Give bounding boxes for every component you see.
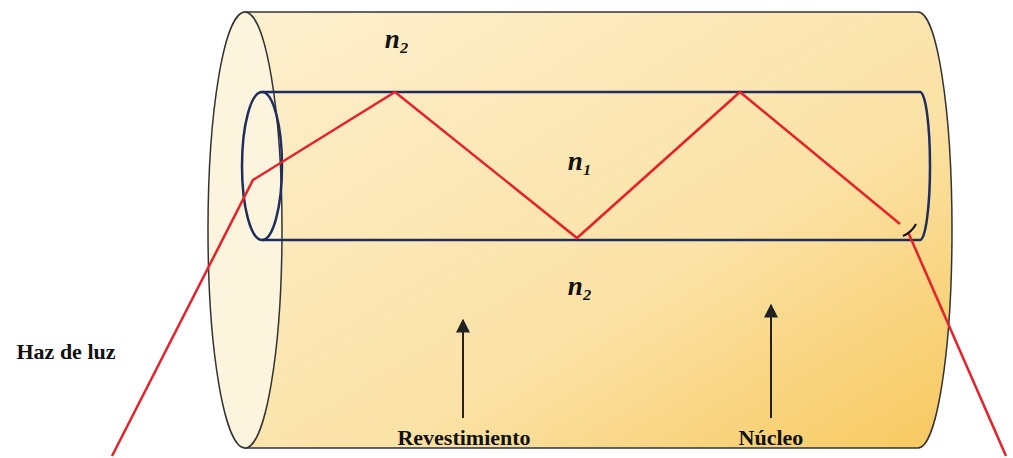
part-label: Revestimiento — [397, 425, 530, 450]
light-ray — [112, 92, 900, 456]
leader-arrow — [462, 320, 464, 418]
refractive-index: n₂ — [568, 271, 592, 302]
exit-ray — [908, 232, 1006, 456]
refractive-index: n₂ — [385, 24, 409, 55]
leader-arrow — [770, 305, 772, 418]
part-label: Haz de luz — [16, 339, 116, 364]
cladding-end-face — [208, 12, 282, 448]
refractive-index: n₁ — [568, 146, 592, 177]
exit-mark — [903, 224, 916, 236]
cladding-body — [245, 12, 952, 448]
part-label: Núcleo — [739, 425, 804, 450]
